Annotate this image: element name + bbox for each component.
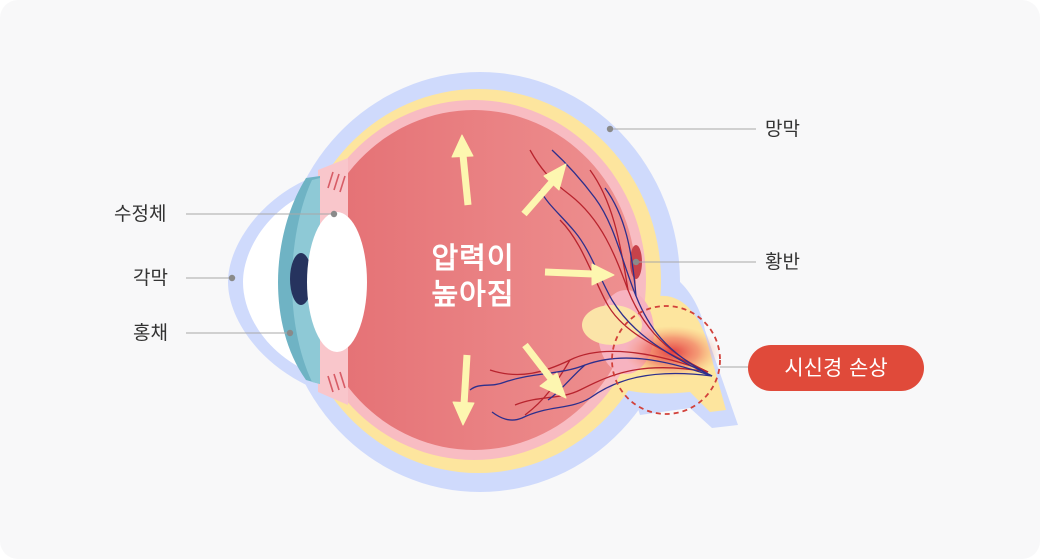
pressure-arrows [451,134,615,426]
pressure-text-line2: 높아짐 [431,277,515,311]
pupil [290,253,312,305]
label-cornea: 각막 [133,267,168,289]
label-iris: 홍채 [133,322,168,344]
arrow-up [451,134,474,206]
label-lens: 수정체 [114,203,167,225]
vitreous-body [312,110,636,450]
leader-dots [228,125,640,337]
arrow-right [544,263,615,286]
damage-circle [611,305,721,415]
arrow-upper-right [521,163,567,217]
label-macula: 황반 [765,251,800,273]
label-retina: 망막 [765,118,800,140]
pressure-text-line1: 압력이 [431,241,515,275]
optic-nerve-damage-badge: 시신경 손상 [748,345,924,391]
arrow-down [452,354,475,426]
lens [307,212,367,352]
pressure-text: 압력이 높아짐 [408,240,538,312]
leader-lines [186,128,756,368]
arrow-lower-right [522,342,567,399]
